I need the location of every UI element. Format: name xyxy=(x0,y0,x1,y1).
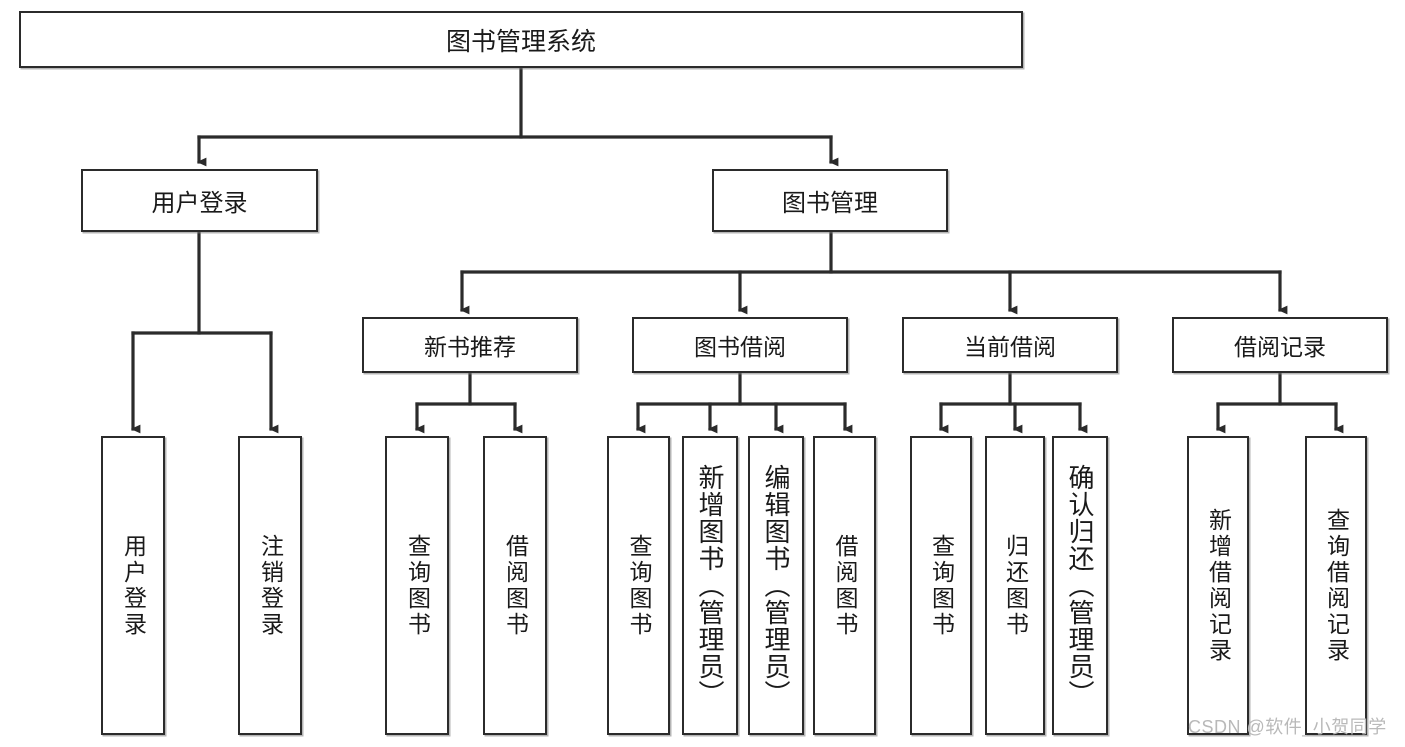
leaf-node[interactable]: 借阅图书 xyxy=(483,436,547,735)
node-current-borrow[interactable]: 当前借阅 xyxy=(902,317,1118,373)
node-book-management[interactable]: 图书管理 xyxy=(712,169,948,232)
leaf-node[interactable]: 新增图书（管理员） xyxy=(682,436,738,735)
leaf-node-label: 注销登录 xyxy=(257,533,284,638)
watermark: CSDN @软件_小贺同学 xyxy=(1188,717,1387,737)
node-new-book-recommendation[interactable]: 新书推荐 xyxy=(362,317,578,373)
leaf-node-label: 查询图书 xyxy=(928,533,955,638)
leaf-node-label: 归还图书 xyxy=(1002,533,1029,638)
leaf-node-label: 借阅图书 xyxy=(502,533,529,638)
leaf-node[interactable]: 用户登录 xyxy=(101,436,165,735)
leaf-node-label: 新增借阅记录 xyxy=(1205,507,1232,664)
node-book-borrow[interactable]: 图书借阅 xyxy=(632,317,848,373)
leaf-node-label: 查询图书 xyxy=(404,533,431,638)
node-borrow-records-label: 借阅记录 xyxy=(1234,334,1326,360)
leaf-node[interactable]: 注销登录 xyxy=(238,436,302,735)
leaf-node-label: 编辑图书（管理员） xyxy=(761,464,791,707)
leaf-node[interactable]: 归还图书 xyxy=(985,436,1045,735)
leaf-node-label: 查询图书 xyxy=(626,533,652,638)
leaf-node-label: 用户登录 xyxy=(120,533,147,638)
node-root-label: 图书管理系统 xyxy=(445,27,596,56)
node-borrow-records[interactable]: 借阅记录 xyxy=(1172,317,1388,373)
node-book-management-label: 图书管理 xyxy=(782,190,878,217)
leaf-node[interactable]: 新增借阅记录 xyxy=(1187,436,1249,735)
leaf-node[interactable]: 借阅图书 xyxy=(813,436,876,735)
node-user-login-label: 用户登录 xyxy=(151,190,248,217)
leaf-node-label: 新增图书（管理员） xyxy=(695,464,725,707)
leaf-node[interactable]: 查询图书 xyxy=(385,436,449,735)
leaf-node[interactable]: 确认归还（管理员） xyxy=(1052,436,1108,735)
leaf-node[interactable]: 查询图书 xyxy=(910,436,972,735)
leaf-node-label: 查询借阅记录 xyxy=(1323,507,1350,664)
node-new-book-recommendation-label: 新书推荐 xyxy=(424,334,516,360)
leaf-node[interactable]: 编辑图书（管理员） xyxy=(748,436,804,735)
node-user-login[interactable]: 用户登录 xyxy=(81,169,318,232)
node-root[interactable]: 图书管理系统 xyxy=(19,11,1023,68)
leaf-node-label: 借阅图书 xyxy=(832,533,858,638)
node-current-borrow-label: 当前借阅 xyxy=(964,334,1056,360)
leaf-node[interactable]: 查询图书 xyxy=(607,436,670,735)
leaf-node-label: 确认归还（管理员） xyxy=(1065,464,1095,707)
leaf-node[interactable]: 查询借阅记录 xyxy=(1305,436,1367,735)
node-book-borrow-label: 图书借阅 xyxy=(694,334,786,360)
